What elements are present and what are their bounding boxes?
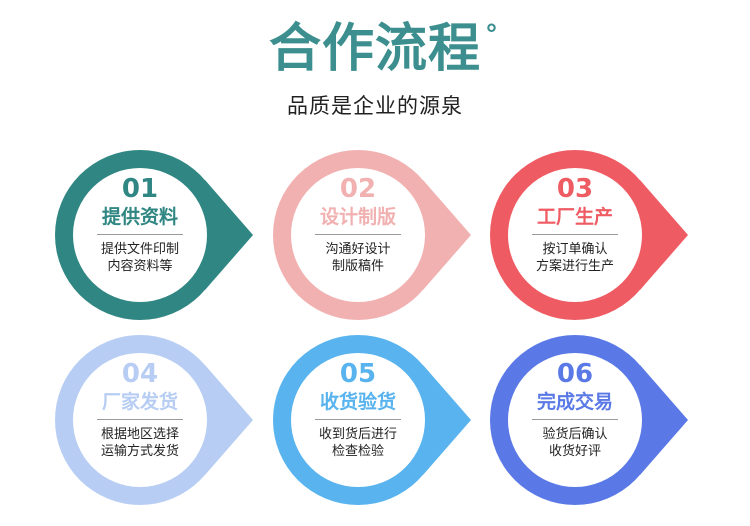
title-wrap: 合作流程 ° <box>0 18 750 80</box>
step-05-divider <box>315 419 401 420</box>
step-06-desc-line2: 收货好评 <box>548 444 601 459</box>
step-05-badge-shape <box>273 335 471 505</box>
step-04-number: 04 <box>121 359 159 389</box>
page-subtitle: 品质是企业的源泉 <box>287 94 463 118</box>
step-02-badge-shape <box>273 150 471 320</box>
step-03: 03 工厂生产 按订单确认 方案进行生产 <box>490 150 700 320</box>
step-03-desc-line2: 方案进行生产 <box>535 259 614 274</box>
step-04-desc-line1: 根据地区选择 <box>100 427 179 442</box>
step-04-desc-line2: 运输方式发货 <box>100 444 179 459</box>
step-04-text: 04 厂家发货 根据地区选择 运输方式发货 <box>73 353 207 487</box>
step-05-desc-line2: 检查检验 <box>331 444 384 459</box>
step-05-title: 收货验货 <box>319 391 396 413</box>
step-02-desc-line2: 制版稿件 <box>331 259 384 274</box>
step-03-title: 工厂生产 <box>536 206 613 228</box>
step-04-title: 厂家发货 <box>101 391 178 413</box>
step-02-number: 02 <box>339 174 377 204</box>
step-02-title: 设计制版 <box>319 206 396 228</box>
step-04-divider <box>97 419 183 420</box>
step-06-text: 06 完成交易 验货后确认 收货好评 <box>508 353 642 487</box>
step-01-text: 01 提供资料 提供文件印制 内容资料等 <box>73 168 207 302</box>
step-01-badge-shape <box>55 150 253 320</box>
step-06-divider <box>532 419 618 420</box>
step-06-title: 完成交易 <box>536 391 613 413</box>
step-04: 04 厂家发货 根据地区选择 运输方式发货 <box>55 335 265 505</box>
step-05-text: 05 收货验货 收到货后进行 检查检验 <box>291 353 425 487</box>
page-title: 合作流程 ° <box>268 18 498 80</box>
step-03-badge-shape <box>490 150 688 320</box>
step-03-text: 03 工厂生产 按订单确认 方案进行生产 <box>508 168 642 302</box>
step-06-desc-line1: 验货后确认 <box>542 427 608 442</box>
step-05: 05 收货验货 收到货后进行 检查检验 <box>273 335 483 505</box>
step-01-desc-line2: 内容资料等 <box>107 259 173 274</box>
step-02-desc-line1: 沟通好设计 <box>325 242 391 257</box>
step-01-desc-line1: 提供文件印制 <box>100 242 179 257</box>
step-02-text: 02 设计制版 沟通好设计 制版稿件 <box>291 168 425 302</box>
step-03-number: 03 <box>556 174 594 204</box>
step-05-number: 05 <box>339 359 377 389</box>
step-06-number: 06 <box>556 359 594 389</box>
title-degree-mark: ° <box>485 20 499 50</box>
step-05-desc-line1: 收到货后进行 <box>318 427 397 442</box>
step-03-desc-line1: 按订单确认 <box>542 242 608 257</box>
step-01-title: 提供资料 <box>101 206 178 228</box>
step-06-badge-shape <box>490 335 688 505</box>
step-02: 02 设计制版 沟通好设计 制版稿件 <box>273 150 483 320</box>
page-title-text: 合作流程 <box>268 19 481 79</box>
step-01: 01 提供资料 提供文件印制 内容资料等 <box>55 150 265 320</box>
step-06: 06 完成交易 验货后确认 收货好评 <box>490 335 700 505</box>
step-02-divider <box>315 234 401 235</box>
step-04-badge-shape <box>55 335 253 505</box>
step-01-divider <box>97 234 183 235</box>
step-01-number: 01 <box>121 174 159 204</box>
step-03-divider <box>532 234 618 235</box>
